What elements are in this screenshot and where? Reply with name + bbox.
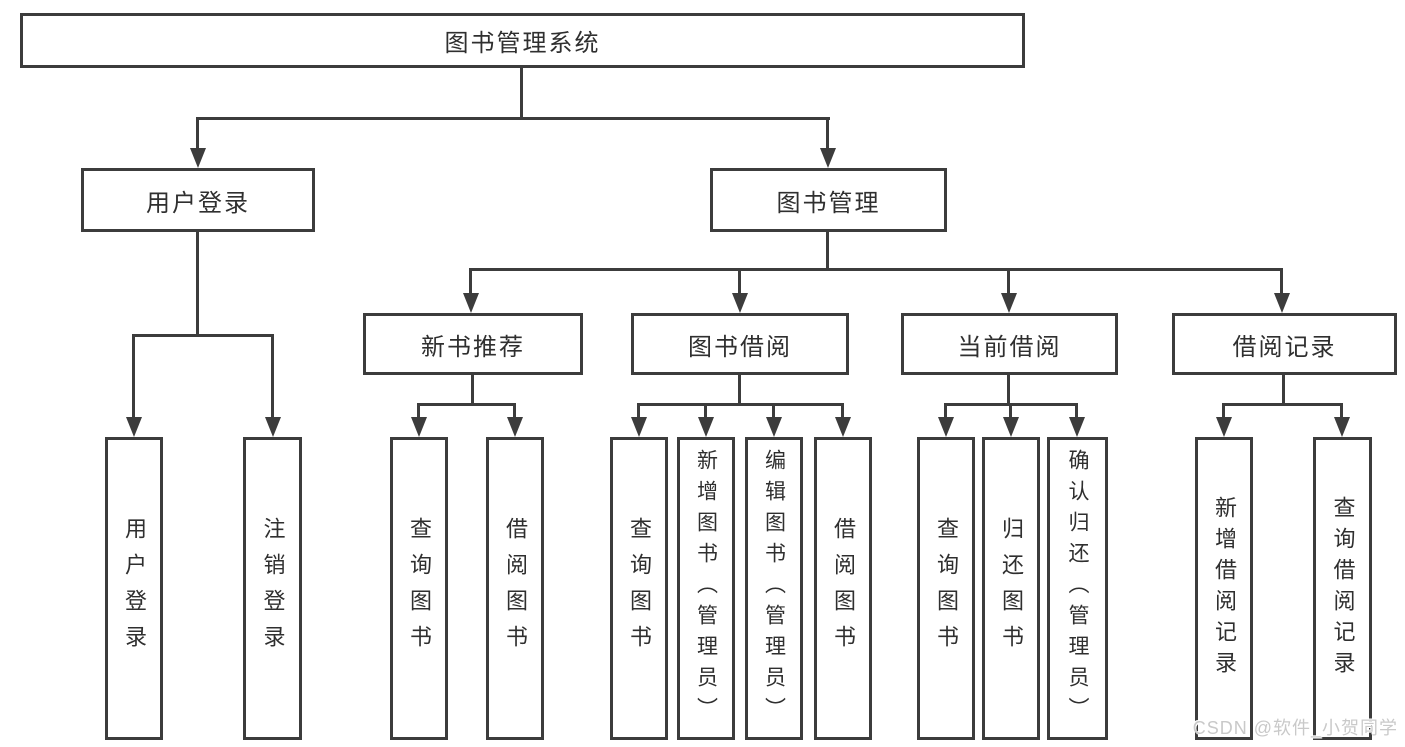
connector-line — [196, 117, 199, 150]
connector-line — [841, 403, 844, 418]
connector-line — [738, 375, 741, 405]
leaf-label: 借阅图书 — [831, 516, 856, 661]
connector-line — [1282, 375, 1285, 405]
node-library-system: 图书管理系统 — [20, 13, 1025, 68]
arrowhead-down — [463, 293, 479, 313]
arrowhead-down — [126, 417, 142, 437]
node-label: 图书借阅 — [688, 333, 792, 361]
leaf-current-confirm-return-admin: 确认归还（管理员） — [1047, 437, 1108, 740]
node-borrowing-records: 借阅记录 — [1172, 313, 1397, 375]
connector-line — [469, 268, 472, 294]
leaf-borrowing-edit-books-admin: 编辑图书（管理员） — [745, 437, 803, 740]
node-book-management: 图书管理 — [710, 168, 947, 232]
leaf-user-login: 用户登录 — [105, 437, 163, 740]
node-new-book-recommend: 新书推荐 — [363, 313, 583, 375]
csdn-watermark: CSDN @软件_小贺同学 — [1192, 718, 1398, 738]
leaf-label: 查询图书 — [934, 516, 959, 661]
connector-line — [704, 403, 707, 418]
arrowhead-down — [732, 293, 748, 313]
leaf-records-add-record: 新增借阅记录 — [1195, 437, 1253, 740]
connector-line — [738, 268, 741, 294]
leaf-label: 新增图书（管理员） — [694, 449, 718, 728]
connector-line — [271, 334, 274, 417]
node-label: 当前借阅 — [957, 333, 1062, 361]
connector-line — [826, 232, 829, 270]
connector-line — [513, 403, 516, 418]
arrowhead-down — [1274, 293, 1290, 313]
connector-line — [417, 403, 516, 406]
arrowhead-down — [631, 417, 647, 437]
leaf-recommend-query-books: 查询图书 — [390, 437, 448, 740]
leaf-label: 查询借阅记录 — [1330, 495, 1356, 682]
leaf-label: 新增借阅记录 — [1212, 495, 1237, 682]
node-label: 用户登录 — [146, 189, 250, 217]
arrowhead-down — [1069, 417, 1085, 437]
leaf-label: 借阅图书 — [503, 516, 528, 661]
arrowhead-down — [820, 148, 836, 168]
connector-line — [826, 117, 829, 150]
connector-line — [1007, 268, 1010, 294]
leaf-label: 查询图书 — [627, 516, 652, 661]
connector-line — [1280, 268, 1283, 294]
connector-line — [637, 403, 844, 406]
connector-line — [1222, 403, 1225, 418]
leaf-label: 归还图书 — [999, 516, 1024, 661]
node-label: 图书管理 — [776, 189, 881, 217]
arrowhead-down — [938, 417, 954, 437]
arrowhead-down — [411, 417, 427, 437]
connector-line — [772, 403, 775, 418]
leaf-label: 确认归还（管理员） — [1066, 449, 1089, 728]
arrowhead-down — [1001, 293, 1017, 313]
connector-line — [1009, 403, 1012, 418]
connector-line — [1222, 403, 1343, 406]
connector-line — [196, 117, 830, 120]
node-label: 新书推荐 — [421, 333, 525, 361]
leaf-records-query-record: 查询借阅记录 — [1313, 437, 1372, 740]
arrowhead-down — [698, 417, 714, 437]
leaf-recommend-borrow-books: 借阅图书 — [486, 437, 544, 740]
connector-line — [471, 375, 474, 405]
connector-line — [637, 403, 640, 418]
connector-line — [1007, 375, 1010, 405]
arrowhead-down — [190, 148, 206, 168]
connector-line — [417, 403, 420, 418]
connector-line — [469, 268, 1282, 271]
node-book-borrowing: 图书借阅 — [631, 313, 849, 375]
node-label: 借阅记录 — [1232, 333, 1337, 361]
node-label: 图书管理系统 — [444, 30, 601, 57]
leaf-logout: 注销登录 — [243, 437, 302, 740]
arrowhead-down — [265, 417, 281, 437]
arrowhead-down — [766, 417, 782, 437]
leaf-label: 编辑图书（管理员） — [762, 449, 786, 728]
node-current-borrowing: 当前借阅 — [901, 313, 1118, 375]
leaf-current-query-books: 查询图书 — [917, 437, 975, 740]
connector-line — [1075, 403, 1078, 418]
connector-line — [132, 334, 135, 417]
arrowhead-down — [507, 417, 523, 437]
leaf-label: 查询图书 — [407, 516, 432, 661]
connector-line — [520, 68, 523, 119]
leaf-current-return-books: 归还图书 — [982, 437, 1040, 740]
connector-line — [1340, 403, 1343, 418]
leaf-label: 注销登录 — [260, 516, 286, 661]
connector-line — [132, 334, 274, 337]
connector-line — [196, 232, 199, 336]
leaf-borrowing-borrow-books: 借阅图书 — [814, 437, 872, 740]
arrowhead-down — [1334, 417, 1350, 437]
connector-line — [944, 403, 947, 418]
arrowhead-down — [1216, 417, 1232, 437]
leaf-label: 用户登录 — [122, 516, 147, 661]
leaf-borrowing-add-books-admin: 新增图书（管理员） — [677, 437, 735, 740]
arrowhead-down — [835, 417, 851, 437]
arrowhead-down — [1003, 417, 1019, 437]
node-user-login-group: 用户登录 — [81, 168, 315, 232]
leaf-borrowing-query-books: 查询图书 — [610, 437, 668, 740]
